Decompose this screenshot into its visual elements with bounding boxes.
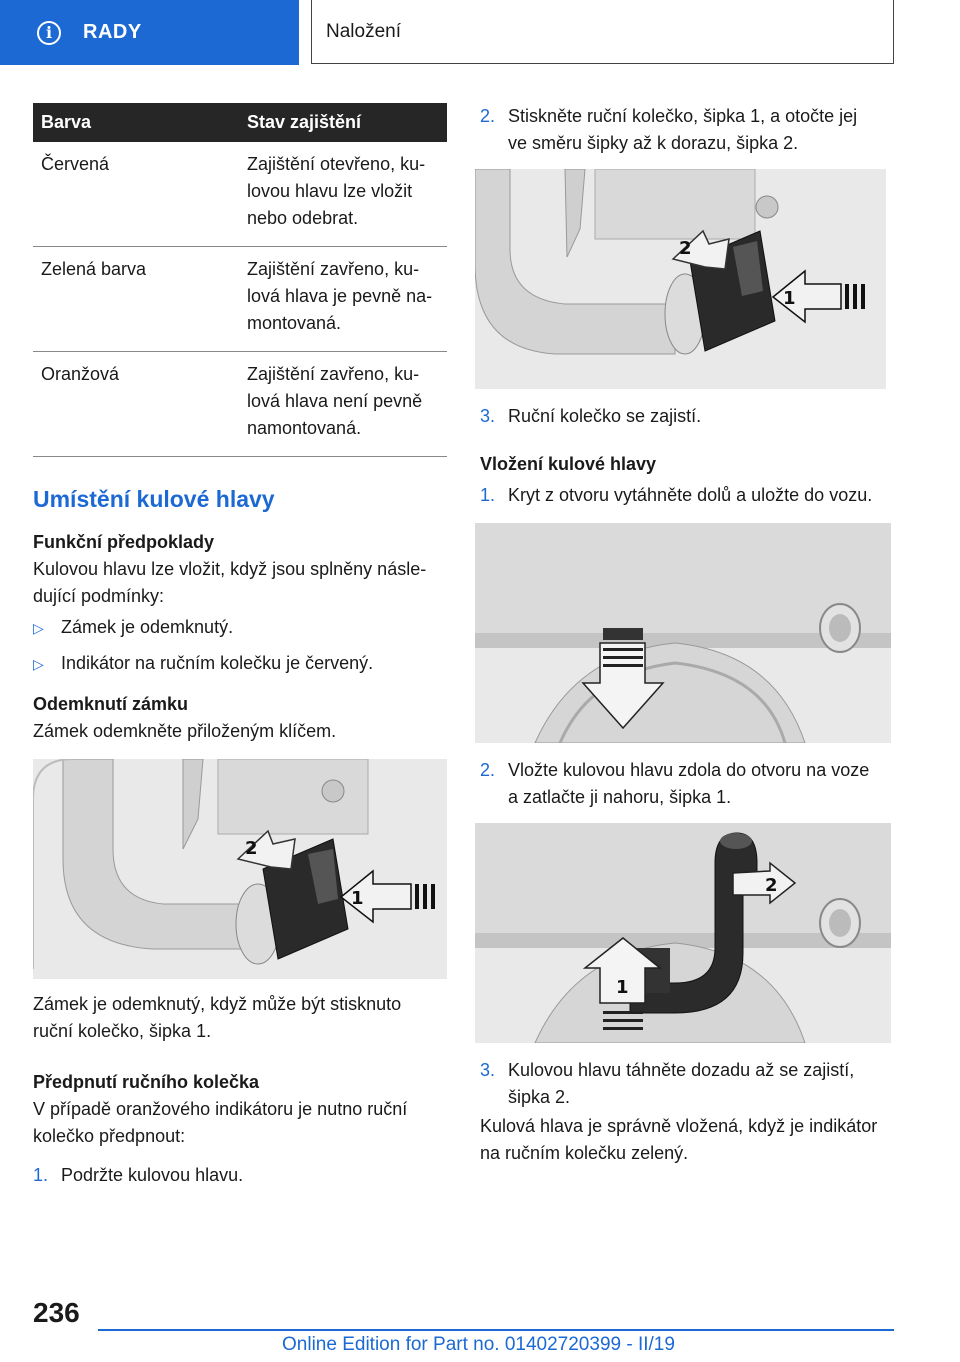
table-header-row: Barva Stav zajištění xyxy=(33,103,447,142)
section-heading: Umístění kulové hlavy xyxy=(33,486,275,512)
table-cell: Oranžová xyxy=(33,351,239,457)
arrow-1-label: 1 xyxy=(351,888,364,909)
step-text: Kulovou hlavu táhněte dozadu až se zajis… xyxy=(508,1060,855,1107)
bumper-cover-illustration xyxy=(475,523,891,743)
arrow-1-label: 1 xyxy=(783,288,796,309)
unlock-text: Zámek odemkněte přiloženým klíčem. xyxy=(33,721,337,741)
table-cell: Zelená barva xyxy=(33,246,239,352)
unlock-heading: Odemknutí zámku xyxy=(33,694,189,714)
header-tab-label: RADY xyxy=(83,21,142,43)
prereq-list: ▷ Zámek je odemknutý. ▷ Indikátor na ruč… xyxy=(33,614,447,678)
step-item: 1. Podržte kulovou hlavu. xyxy=(33,1162,447,1189)
step-number: 3. xyxy=(480,1060,496,1080)
step-item: 2. Stiskněte ruční kolečko, šipka 1, a o… xyxy=(480,103,891,157)
table-row: Červená Zajištění otevřeno, ku- lovou hl… xyxy=(33,142,447,247)
arrow-2-label: 2 xyxy=(679,238,692,259)
list-item-text: Indikátor na ručním kolečku je červený. xyxy=(61,653,374,673)
footer-divider xyxy=(98,1329,894,1331)
list-item: ▷ Zámek je odemknutý. xyxy=(33,614,447,642)
left-column: Barva Stav zajištění Červená Zajištění o… xyxy=(33,103,447,1189)
pretension-heading: Předpnutí ručního kolečka xyxy=(33,1072,260,1092)
header-section-title: Naložení xyxy=(311,0,894,64)
step-number: 3. xyxy=(480,406,496,426)
triangle-bullet-icon: ▷ xyxy=(33,620,44,636)
final-note: Kulová hlava je správně vložená, když je… xyxy=(480,1116,878,1163)
info-icon: i xyxy=(37,20,61,45)
pretension-text: V případě oranžového indikátoru je nutno… xyxy=(33,1099,408,1146)
section-title-text: Naložení xyxy=(326,20,401,42)
step-number: 2. xyxy=(480,760,496,780)
step-item: 3. Ruční kolečko se zajistí. xyxy=(480,403,891,430)
table-row: Zelená barva Zajištění zavřeno, ku- lová… xyxy=(33,246,447,352)
step-number: 2. xyxy=(480,106,496,126)
prereq-text: Kulovou hlavu lze vložit, když jsou spln… xyxy=(33,559,427,606)
step-item: 1. Kryt z otvoru vytáhněte dolů a uložte… xyxy=(480,482,891,509)
step-item: 2. Vložte kulovou hlavu zdola do otvoru … xyxy=(480,757,891,811)
ball-head-insert-figure: 2 1 xyxy=(475,823,891,1043)
ball-head-illustration: 2 1 xyxy=(475,823,891,1043)
step-text: Ruční kolečko se zajistí. xyxy=(508,406,702,426)
page-number: 236 xyxy=(33,1297,80,1328)
arrow-2-label: 2 xyxy=(245,838,258,859)
table-cell: Zajištění zavřeno, ku- lová hlava je pev… xyxy=(239,246,447,352)
table-header-color: Barva xyxy=(33,103,239,142)
footer-edition[interactable]: Online Edition for Part no. 01402720399 … xyxy=(282,1334,675,1355)
table-row: Oranžová Zajištění zavřeno, ku- lová hla… xyxy=(33,351,447,457)
figure-caption: Zámek je odemknutý, když může být stiskn… xyxy=(33,994,402,1041)
hand-wheel-press-illustration: 2 1 xyxy=(475,169,886,389)
header-tab[interactable]: i RADY xyxy=(0,0,299,65)
step-text: Stiskněte ruční kolečko, šipka 1, a otoč… xyxy=(508,106,858,153)
table-header-status: Stav zajištění xyxy=(239,103,447,142)
list-item: ▷ Indikátor na ručním kolečku je červený… xyxy=(33,650,447,678)
step-text: Podržte kulovou hlavu. xyxy=(61,1165,244,1185)
hand-wheel-figure-left: 2 1 xyxy=(33,759,447,979)
insert-heading: Vložení kulové hlavy xyxy=(480,454,657,474)
step-number: 1. xyxy=(33,1165,49,1185)
hand-wheel-figure-right: 2 1 xyxy=(475,169,886,389)
prereq-heading: Funkční předpoklady xyxy=(33,532,215,552)
table-cell: Zajištění zavřeno, ku- lová hlava není p… xyxy=(239,351,447,457)
triangle-bullet-icon: ▷ xyxy=(33,656,44,672)
list-item-text: Zámek je odemknutý. xyxy=(61,617,234,637)
step-text: Vložte kulovou hlavu zdola do otvoru na … xyxy=(508,760,870,807)
table-cell: Zajištění otevřeno, ku- lovou hlavu lze … xyxy=(239,142,447,247)
hand-wheel-illustration: 2 1 xyxy=(33,759,447,979)
lock-status-table: Barva Stav zajištění Červená Zajištění o… xyxy=(33,103,447,457)
step-item: 3. Kulovou hlavu táhněte dozadu až se za… xyxy=(480,1057,891,1111)
arrow-2-label: 2 xyxy=(765,875,778,896)
step-number: 1. xyxy=(480,485,496,505)
step-text: Kryt z otvoru vytáhněte dolů a uložte do… xyxy=(508,485,873,505)
arrow-1-label: 1 xyxy=(616,977,629,998)
table-cell: Červená xyxy=(33,142,239,247)
right-column: 2. Stiskněte ruční kolečko, šipka 1, a o… xyxy=(475,103,891,1167)
cover-removal-figure xyxy=(475,523,891,743)
